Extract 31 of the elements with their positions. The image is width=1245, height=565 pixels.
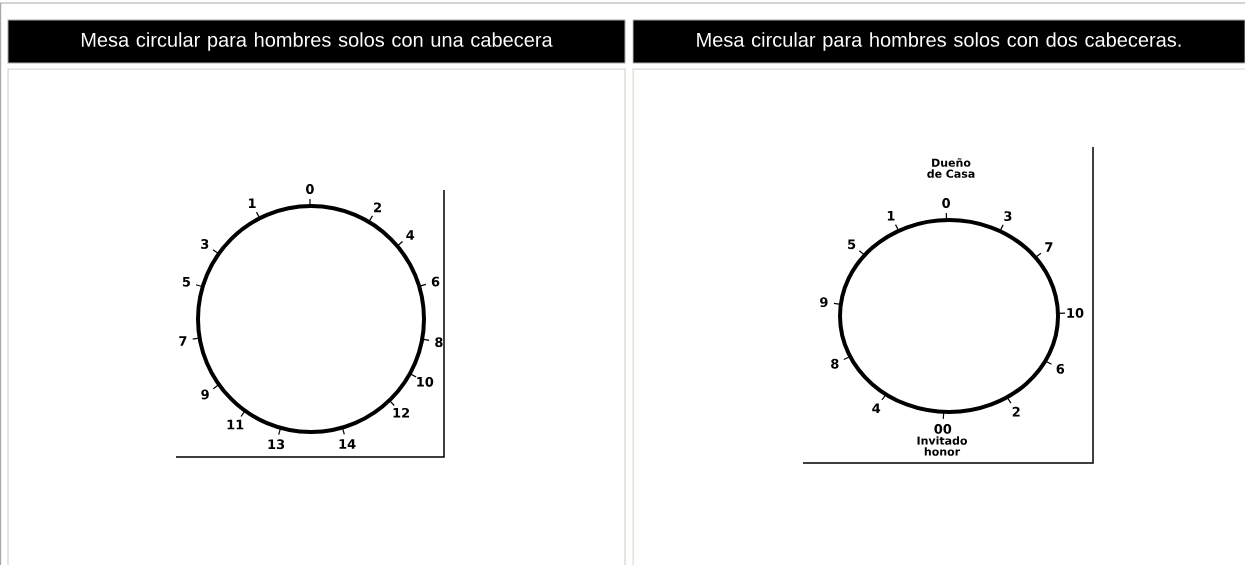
seat-number: 7 [179,336,187,346]
header-cell: Mesa circular para hombres solos con dos cabeceras. [632,19,1245,64]
seat-number: 4 [406,230,415,240]
seat-number: 12 [393,407,410,418]
seat-number: 13 [268,439,285,450]
seat-number: 6 [1056,364,1065,374]
seat-number: 8 [435,337,443,348]
seat-number: 7 [1045,242,1053,252]
seat-number: 2 [374,202,381,213]
seat-number: 3 [1004,211,1012,221]
seat-number: 0 [942,198,950,208]
seat-number: 5 [848,239,856,250]
seat-number: 10 [417,376,434,387]
seat-number: 3 [201,239,209,249]
seat-number: 9 [201,389,209,400]
seat-number: 8 [831,358,839,369]
seat-caption: Invitado honor [917,436,967,456]
seat-number: 4 [872,403,881,413]
seat-number: 9 [820,297,828,308]
seat-number: 0 [306,184,314,194]
seat-number: 00 [934,424,952,434]
seat-number: 5 [182,277,190,287]
seat-number: 10 [1067,308,1084,318]
seat-number: 2 [1012,406,1020,417]
header-cell: Mesa circular para hombres solos con una cabecera [7,19,626,64]
seat-number: 1 [887,210,895,221]
seat-number: 11 [227,419,244,430]
seat-number: 14 [339,439,356,449]
seat-number: 6 [431,276,440,287]
seat-number: 1 [248,198,256,208]
seat-caption: Dueño de Casa [927,158,975,178]
